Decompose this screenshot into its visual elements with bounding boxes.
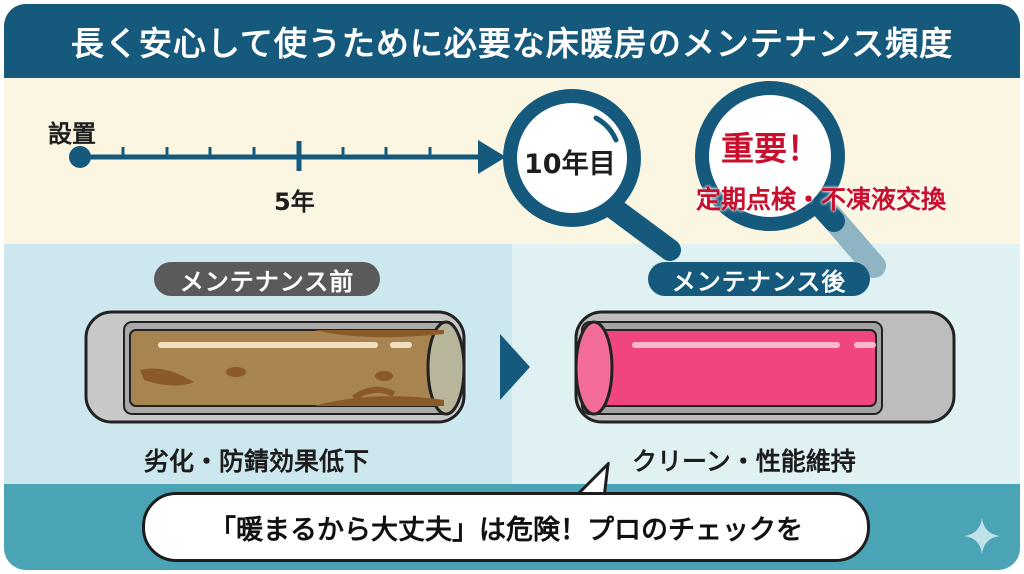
- magnifier-alert-icon: [695, 81, 886, 278]
- after-badge: メンテナンス後: [648, 262, 870, 296]
- after-caption: クリーン・性能維持: [632, 447, 856, 476]
- corroded-pipe-illustration: [84, 310, 466, 424]
- timeline-arrow: [69, 140, 506, 174]
- timeline-5-year-label: 5年: [274, 188, 315, 216]
- ten-year-label: 10年目: [524, 149, 616, 180]
- sparkle-icon: [964, 518, 1000, 554]
- page-title: 長く安心して使うために必要な床暖房のメンテナンス頻度: [70, 24, 954, 63]
- transition-arrow-icon: [500, 334, 530, 400]
- infographic-card: 長く安心して使うために必要な床暖房のメンテナンス頻度 設置 5年 10年目 重要…: [4, 4, 1020, 570]
- title-bar: 長く安心して使うために必要な床暖房のメンテナンス頻度: [4, 4, 1020, 78]
- alert-title: 重要！: [721, 129, 820, 168]
- timeline-start-label: 設置: [48, 120, 96, 148]
- clean-pipe-illustration: [574, 310, 956, 424]
- before-badge: メンテナンス前: [154, 262, 380, 296]
- alert-detail: 定期点検・不凍液交換: [696, 185, 947, 214]
- magnifier-icon: [503, 89, 681, 261]
- before-caption: 劣化・防錆効果低下: [144, 447, 370, 476]
- warning-speech-bubble: 「暖まるから大丈夫」は危険！プロのチェックを: [142, 492, 870, 562]
